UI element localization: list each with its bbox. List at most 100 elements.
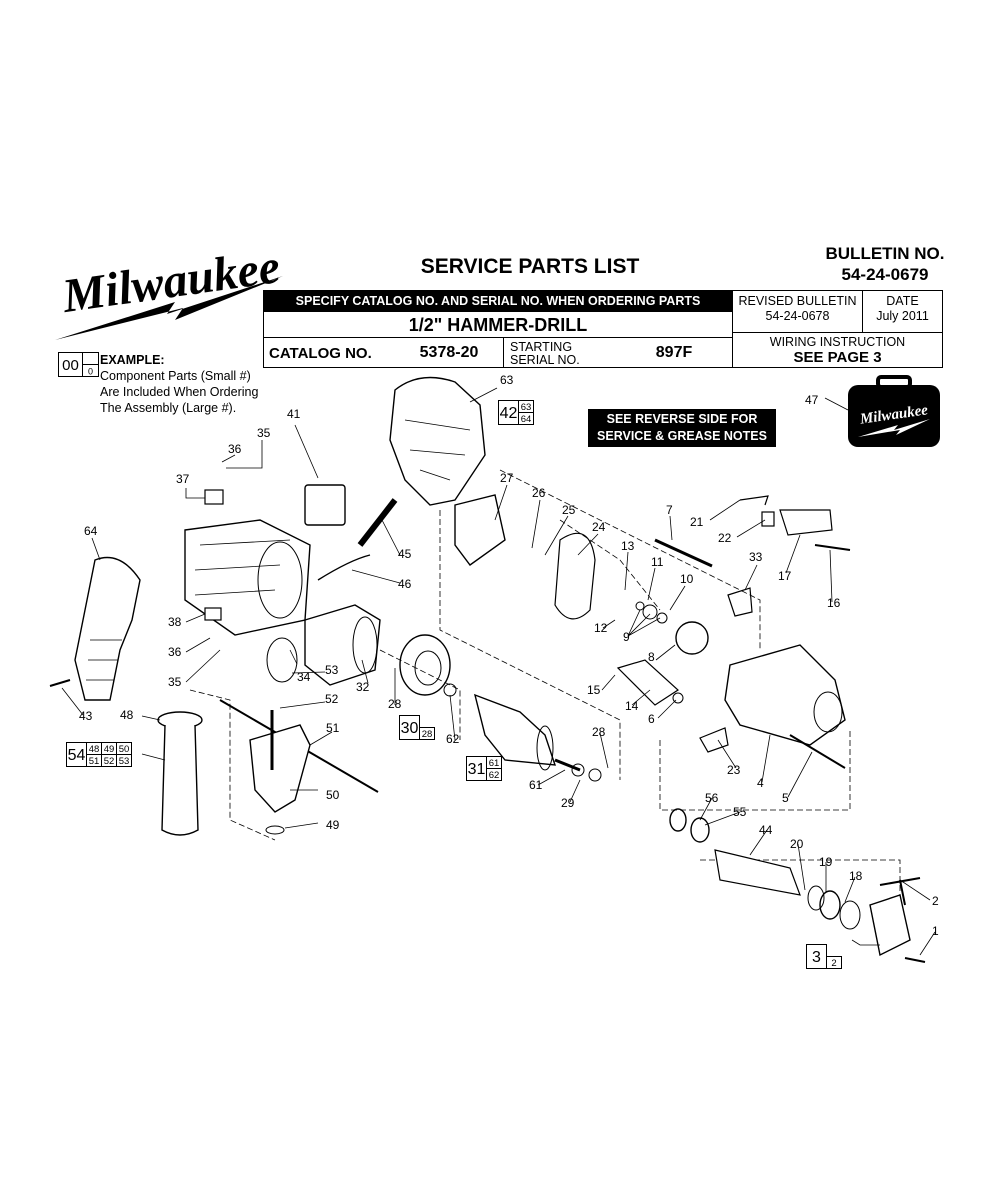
callout-26: 26 [532,486,546,500]
reverse-note-line-1: SEE REVERSE SIDE FOR [606,412,758,426]
callout-8: 8 [648,650,655,664]
kit-small-box [826,956,842,969]
callout-46: 46 [398,577,412,591]
callout-20: 20 [790,837,804,851]
callout-23: 23 [727,763,741,777]
callout-48: 48 [120,708,134,722]
callout-51: 51 [326,721,340,735]
callout-12: 12 [594,621,608,635]
page-title: SERVICE PARTS LIST [420,255,640,278]
kit-small-box [116,754,132,767]
lightning-bolt-icon [55,276,283,340]
callout-61: 61 [529,778,543,792]
callout-43: 43 [79,709,93,723]
callout-52: 52 [325,692,339,706]
kit-small-number: 62 [489,770,500,781]
wiring-value: SEE PAGE 3 [793,349,882,366]
kit-small-number: 48 [89,744,100,755]
callout-16: 16 [827,596,841,610]
callout-37: 37 [176,472,190,486]
callout-11: 11 [651,555,664,569]
kit-small-number: 61 [489,758,500,769]
catalog-number: 5378-20 [419,344,479,361]
date-label: DATE [886,294,919,308]
date-value: July 2011 [876,309,929,323]
callout-35: 35 [168,675,182,689]
callout-29: 29 [561,796,575,810]
callout-4: 4 [757,776,764,790]
leader-lines [61,387,936,956]
kit-small-number: 64 [521,414,532,425]
kit-small-number: 51 [89,756,100,767]
callout-41: 41 [287,407,301,421]
callout-28: 28 [388,697,402,711]
carrying-case-icon: Milwaukee [848,375,940,447]
callout-7: 7 [666,503,673,517]
kit-small-number: 49 [104,744,115,755]
kit-small-box [518,412,534,425]
callout-45: 45 [398,547,412,561]
callout-9: 9 [623,630,630,644]
example-small-number: 0 [88,367,93,377]
kit-large-number: 30 [401,720,419,737]
callout-44: 44 [759,823,773,837]
callout-62: 62 [446,732,460,746]
serial-label-line1: STARTING [510,340,573,354]
callout-27: 27 [500,471,514,485]
revised-value: 54-24-0678 [765,309,830,323]
reverse-side-note: SEE REVERSE SIDE FOR SERVICE & GREASE NO… [588,409,776,447]
callout-14: 14 [625,699,639,713]
kit-small-number: 53 [119,756,130,767]
example-legend: EXAMPLE: Component Parts (Small #) Are I… [100,352,290,416]
kit-large-number: 42 [500,405,518,422]
example-heading: EXAMPLE: [100,353,165,367]
wiring-instruction: WIRING INSTRUCTION SEE PAGE 3 [732,333,942,368]
callout-15: 15 [587,683,601,697]
kit-large-number: 54 [68,747,86,764]
serial-label-line2: SERIAL NO. [510,353,580,367]
reverse-note-line-2: SERVICE & GREASE NOTES [597,429,767,443]
example-line-1: Component Parts (Small #) [100,369,251,383]
callout-25: 25 [562,503,576,517]
info-table: SPECIFY CATALOG NO. AND SERIAL NO. WHEN … [263,290,943,368]
callout-17: 17 [778,569,792,583]
example-kit-box: 00 0 [58,352,99,377]
milwaukee-logo: Milwaukee [55,240,283,340]
callout-56: 56 [705,791,719,805]
serial-label: STARTING SERIAL NO. [504,337,732,368]
callout-28: 28 [592,725,606,739]
callout-1: 1 [932,924,939,938]
callout-35: 35 [257,426,271,440]
callout-47: 47 [805,393,819,407]
kit-small-box [419,727,435,740]
callout-53: 53 [325,663,339,677]
callout-10: 10 [680,572,694,586]
callout-49: 49 [326,818,340,832]
callout-63: 63 [500,373,514,387]
diagram-parts [49,376,926,963]
kit-large-number: 31 [468,761,486,778]
callout-55: 55 [733,805,747,819]
callout-32: 32 [356,680,370,694]
bulletin-number: 54-24-0679 [841,265,929,284]
kit-small-number: 52 [104,756,115,767]
model-name: 1/2" HAMMER-DRILL [264,311,732,337]
callout-18: 18 [849,869,863,883]
kit-small-number: 50 [119,744,130,755]
callout-64: 64 [84,524,98,538]
callout-38: 38 [168,615,182,629]
example-line-2: Are Included When Ordering [100,385,259,399]
callout-33: 33 [749,550,763,564]
callout-labels: 1 2 4 5 6 7 8 9 10 11 12 13 14 15 16 17 … [79,373,939,938]
callout-21: 21 [690,515,704,529]
wiring-label: WIRING INSTRUCTION [769,335,906,349]
callout-2: 2 [932,894,939,908]
callout-24: 24 [592,520,606,534]
case-bolt-icon [858,419,930,437]
